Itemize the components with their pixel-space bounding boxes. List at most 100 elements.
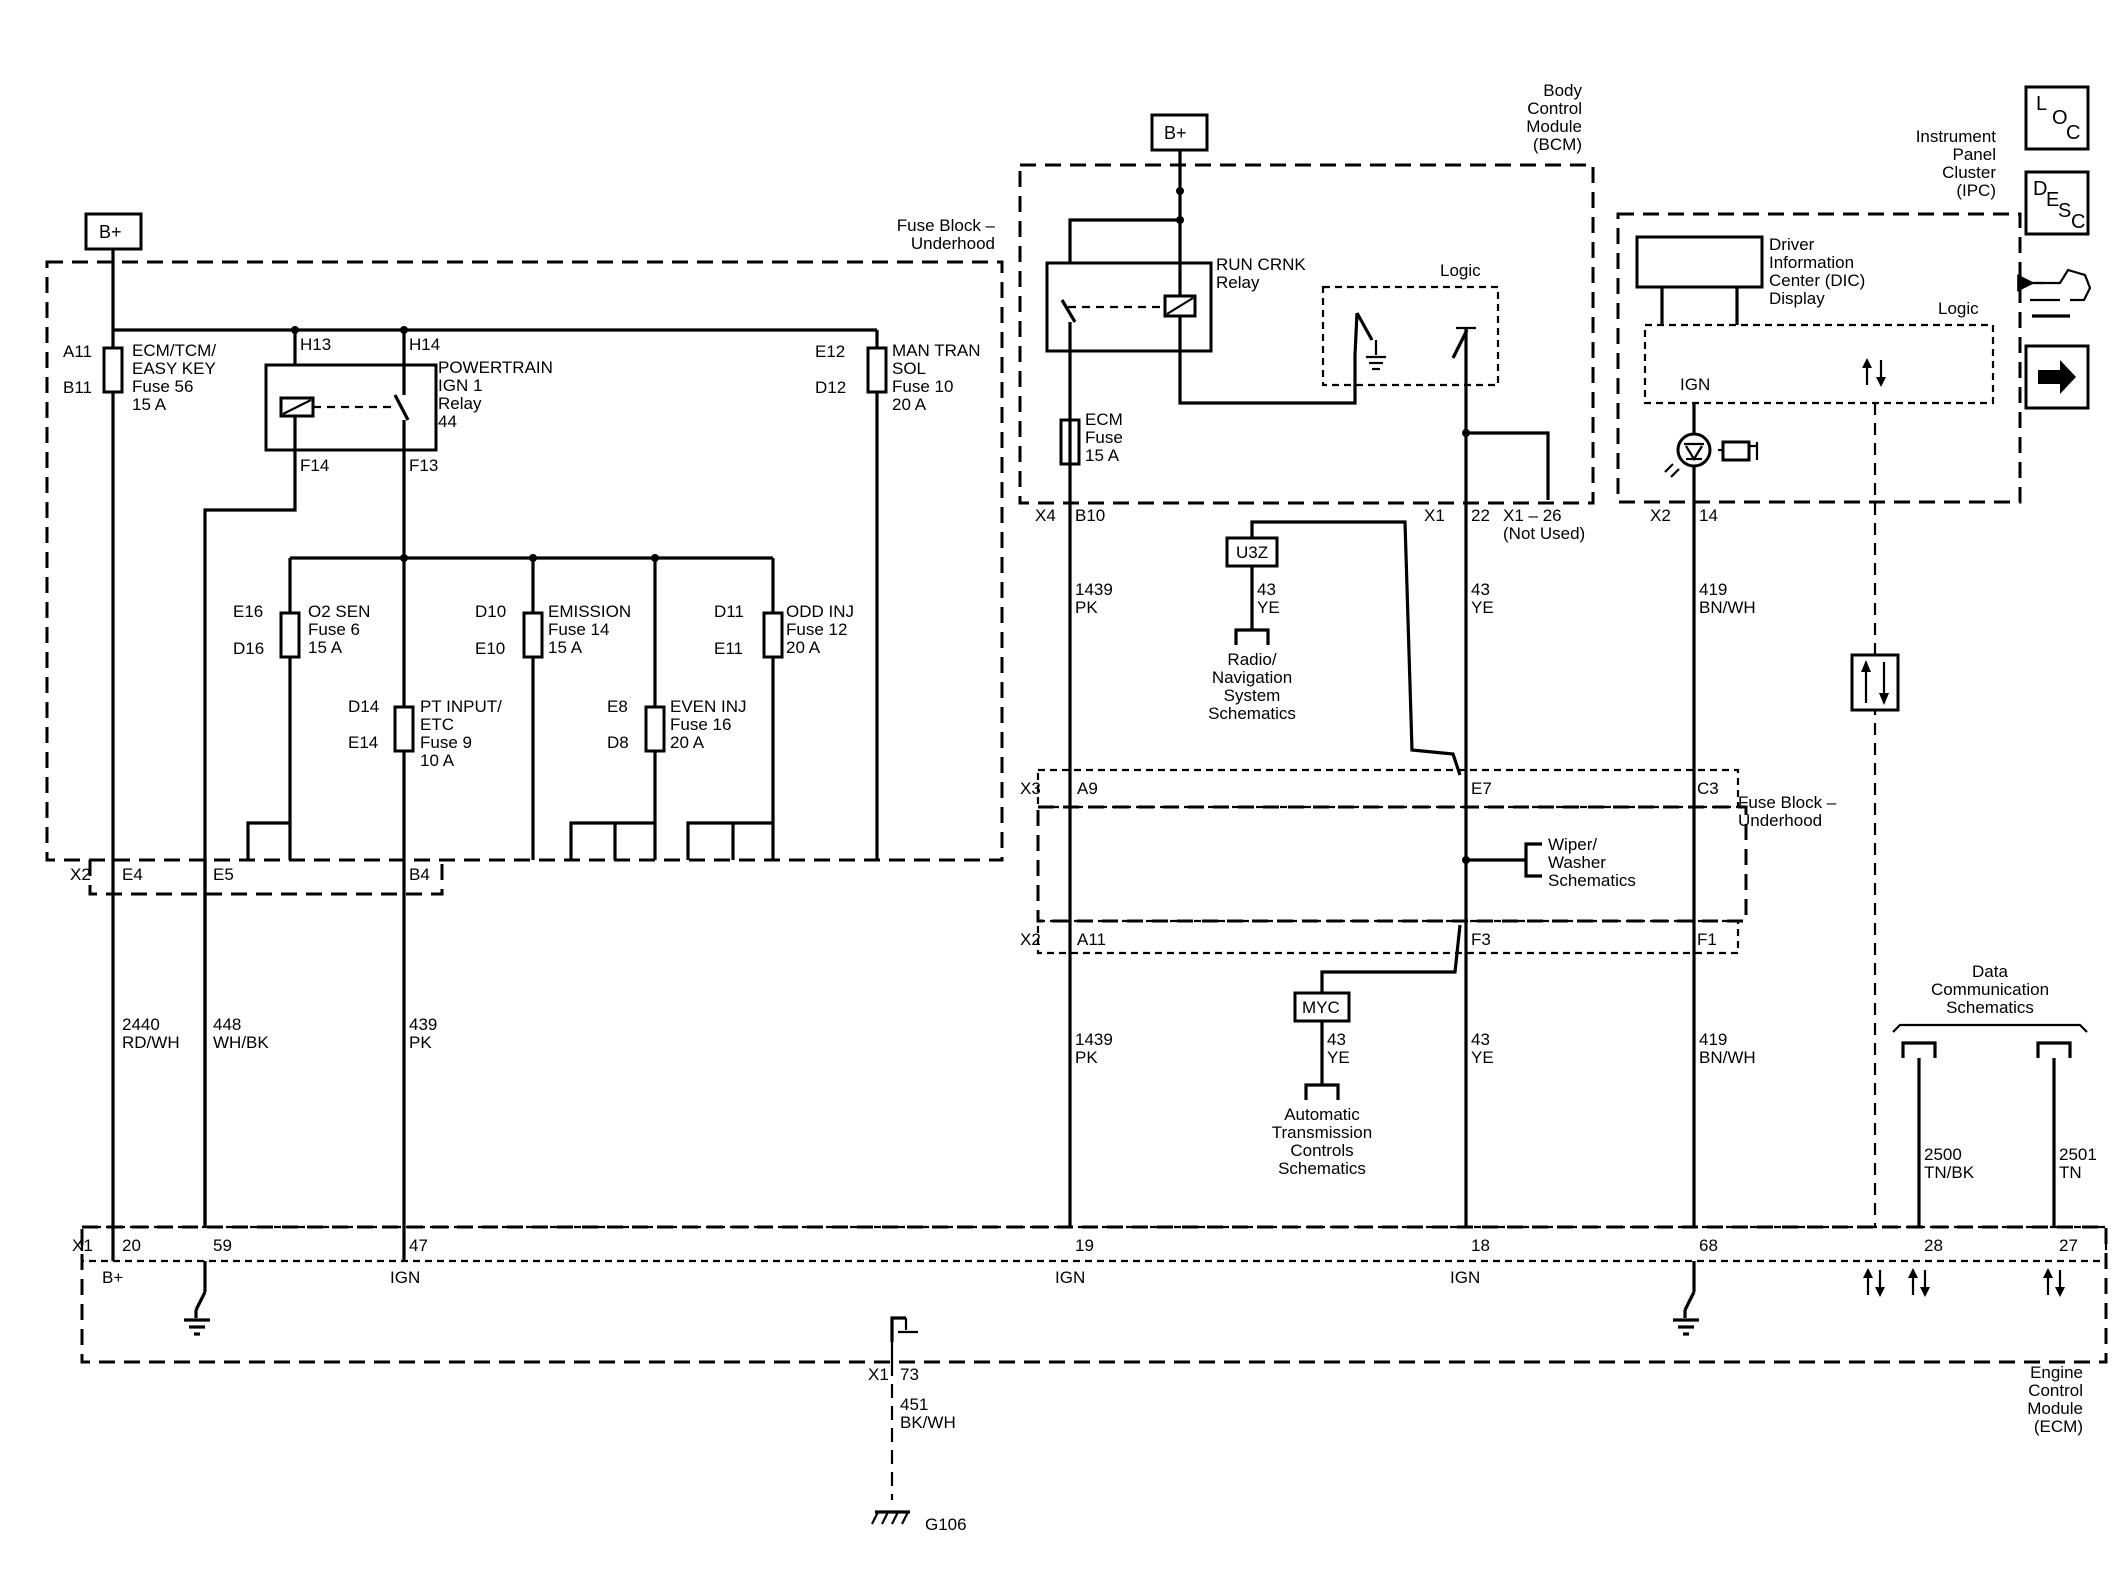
fuse-block-underhood-outline — [45, 260, 1004, 862]
fuses-odd_inj-pins-0: D11 — [714, 602, 744, 621]
ignition-indicator-lamp — [1676, 432, 1712, 468]
connectors-x2_fuse-0: X2 — [70, 865, 91, 884]
fuses-pt_input-pins-0: D14 — [348, 697, 379, 716]
options-myc: MYC — [1302, 998, 1340, 1017]
modules-ipc_logic: Logic — [1938, 299, 1979, 318]
x1-ecm-connector-outline — [80, 1225, 2108, 1263]
ground: G106 — [925, 1515, 967, 1534]
x3-connector-outline — [1036, 768, 1740, 809]
connectors-x1_ecm-1: 20 — [122, 1236, 141, 1255]
vehicle-network-icon — [2017, 268, 2092, 318]
connectors-x2_mid-3: F1 — [1697, 930, 1717, 949]
connectors-x1_ecm-5: 18 — [1471, 1236, 1490, 1255]
option-u3z-box — [1225, 536, 1279, 568]
side_icons-desc-3: C — [2071, 211, 2085, 233]
fuse-pt-input — [393, 705, 415, 753]
fuses-ecm_tcm-pins-0: A11 — [63, 342, 92, 361]
connectors-x4_bcm-0: X4 — [1035, 506, 1056, 525]
fuses-odd_inj-pins-1: E11 — [714, 639, 743, 658]
connectors-x1_ecm-0: X1 — [72, 1236, 93, 1255]
relays-powertrain-pins-0: H13 — [300, 335, 331, 354]
dic-display — [1635, 235, 1764, 289]
fuses-man_tran-pins-1: D12 — [815, 378, 846, 397]
connectors-x3_mid-2: E7 — [1471, 779, 1492, 798]
connectors-x2_mid-1: A11 — [1077, 930, 1106, 949]
fuses-ecm_tcm-pins-1: B11 — [63, 378, 92, 397]
x2-fuse-connector-outline — [88, 860, 444, 896]
ecm_inputs-ign3: IGN — [1450, 1268, 1480, 1287]
connectors-x1_ground-1: 73 — [900, 1365, 919, 1384]
connectors-x1_bcm-0: X1 — [1424, 506, 1445, 525]
ecm_inputs-ign1: IGN — [390, 1268, 420, 1287]
bcm-outline — [1018, 163, 1595, 505]
fuse-ecm-tcm — [102, 346, 124, 394]
connectors-x3_mid-0: X3 — [1020, 779, 1041, 798]
power-bplus: B+ — [99, 222, 122, 242]
fuses-emission-pins-1: E10 — [475, 639, 505, 658]
connectors-x2_mid-0: X2 — [1020, 930, 1041, 949]
connectors-x2_ipc-0: X2 — [1650, 506, 1671, 525]
fuse-even-inj — [644, 705, 666, 753]
serial-data-box — [1850, 653, 1900, 712]
bplus-box-left — [84, 212, 143, 251]
fuse-emission — [522, 611, 544, 659]
fuse-odd-inj — [762, 611, 784, 659]
fuses-o2_sen-pins-1: D16 — [233, 639, 264, 658]
connectors-x2_ipc-1: 14 — [1699, 506, 1718, 525]
connectors-x3_mid-1: A9 — [1077, 779, 1098, 798]
bcm-logic-outline — [1321, 285, 1500, 387]
connectors-x1_ecm-2: 59 — [213, 1236, 232, 1255]
modules-fuse_block_top: Fuse Block –Underhood — [897, 216, 996, 253]
ipc-logic-outline — [1643, 323, 1995, 405]
power-bplus: B+ — [1164, 123, 1187, 143]
fuses-even_inj-pins-1: D8 — [607, 733, 629, 752]
connectors-x2_fuse-2: E5 — [213, 865, 234, 884]
connectors-x2_mid-2: F3 — [1471, 930, 1491, 949]
fuses-man_tran-pins-0: E12 — [815, 342, 845, 361]
connectors-x2_fuse-3: B4 — [409, 865, 430, 884]
ecm_inputs-ign2: IGN — [1055, 1268, 1085, 1287]
fuse-man-tran — [866, 346, 888, 394]
side_icons-loc-0: L — [2036, 93, 2047, 115]
side_icons-desc-1: E — [2046, 189, 2059, 211]
x2-mid-connector-outline — [1036, 919, 1740, 955]
connectors-x4_bcm-1: B10 — [1075, 506, 1105, 525]
side_icons-loc-1: O — [2052, 107, 2068, 129]
fuses-pt_input-pins-1: E14 — [348, 733, 378, 752]
connectors-x3_mid-3: C3 — [1697, 779, 1719, 798]
ecm_inputs-bplus: B+ — [102, 1268, 123, 1287]
ecm-outline — [80, 1225, 2108, 1364]
connectors-x1_ecm-6: 68 — [1699, 1236, 1718, 1255]
relays-powertrain-pins-2: F14 — [300, 456, 329, 475]
connectors-x1_ecm-3: 47 — [409, 1236, 428, 1255]
fuses-emission-pins-0: D10 — [475, 602, 506, 621]
fuses-even_inj-pins-0: E8 — [607, 697, 628, 716]
side_icons-loc-2: C — [2066, 122, 2080, 144]
connectors-x1_26: X1 – 26(Not Used) — [1503, 506, 1585, 543]
fuses-o2_sen-pins-0: E16 — [233, 602, 263, 621]
modules-fuse_block_mid: Fuse Block –Underhood — [1738, 793, 1837, 830]
